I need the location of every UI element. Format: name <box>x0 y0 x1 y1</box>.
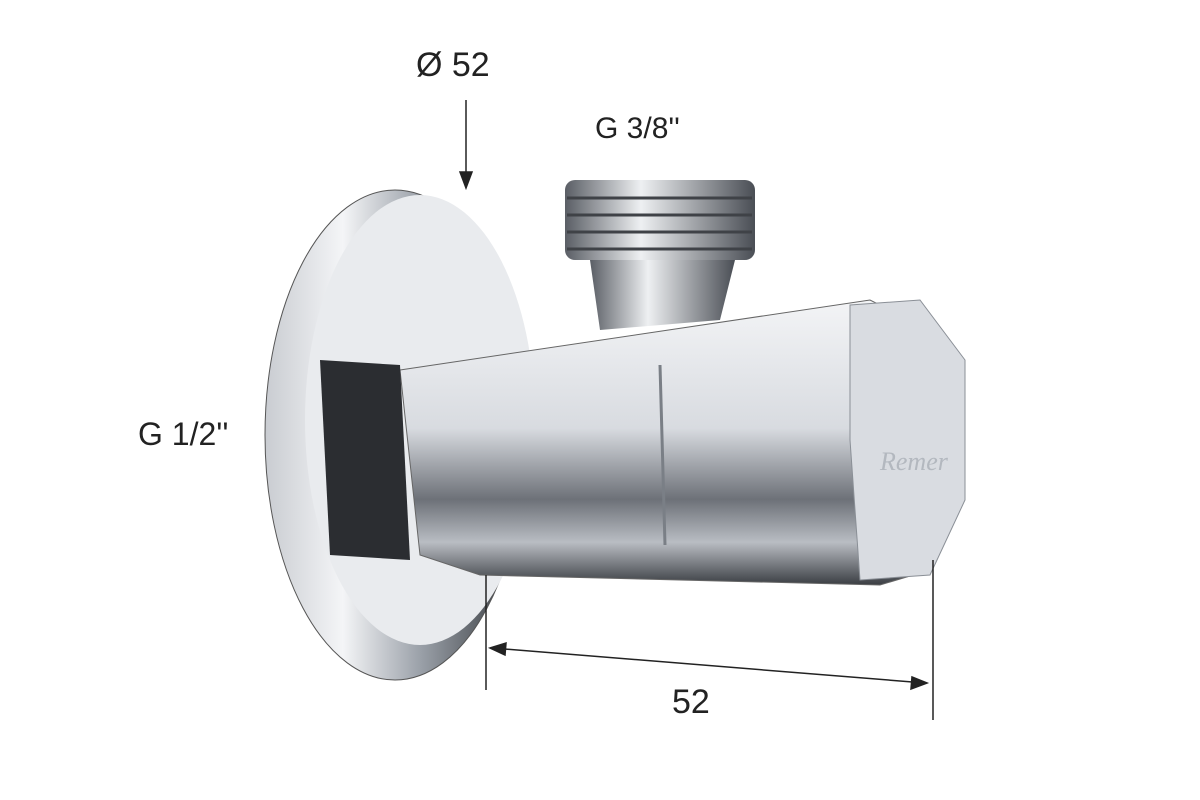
brand-logo: Remer <box>879 447 949 476</box>
hex-divider <box>658 364 667 546</box>
outlet-thread <box>565 180 755 260</box>
outlet-thread-label: G 3/8'' <box>595 112 680 145</box>
handle-hex-cap <box>849 299 966 581</box>
length-label: 52 <box>672 683 710 721</box>
body-dark-facet <box>320 360 410 560</box>
outlet-neck <box>590 260 735 330</box>
length-dimension-line <box>491 647 926 684</box>
inlet-thread-label: G 1/2'' <box>138 416 229 452</box>
diameter-label: Ø 52 <box>416 46 490 84</box>
